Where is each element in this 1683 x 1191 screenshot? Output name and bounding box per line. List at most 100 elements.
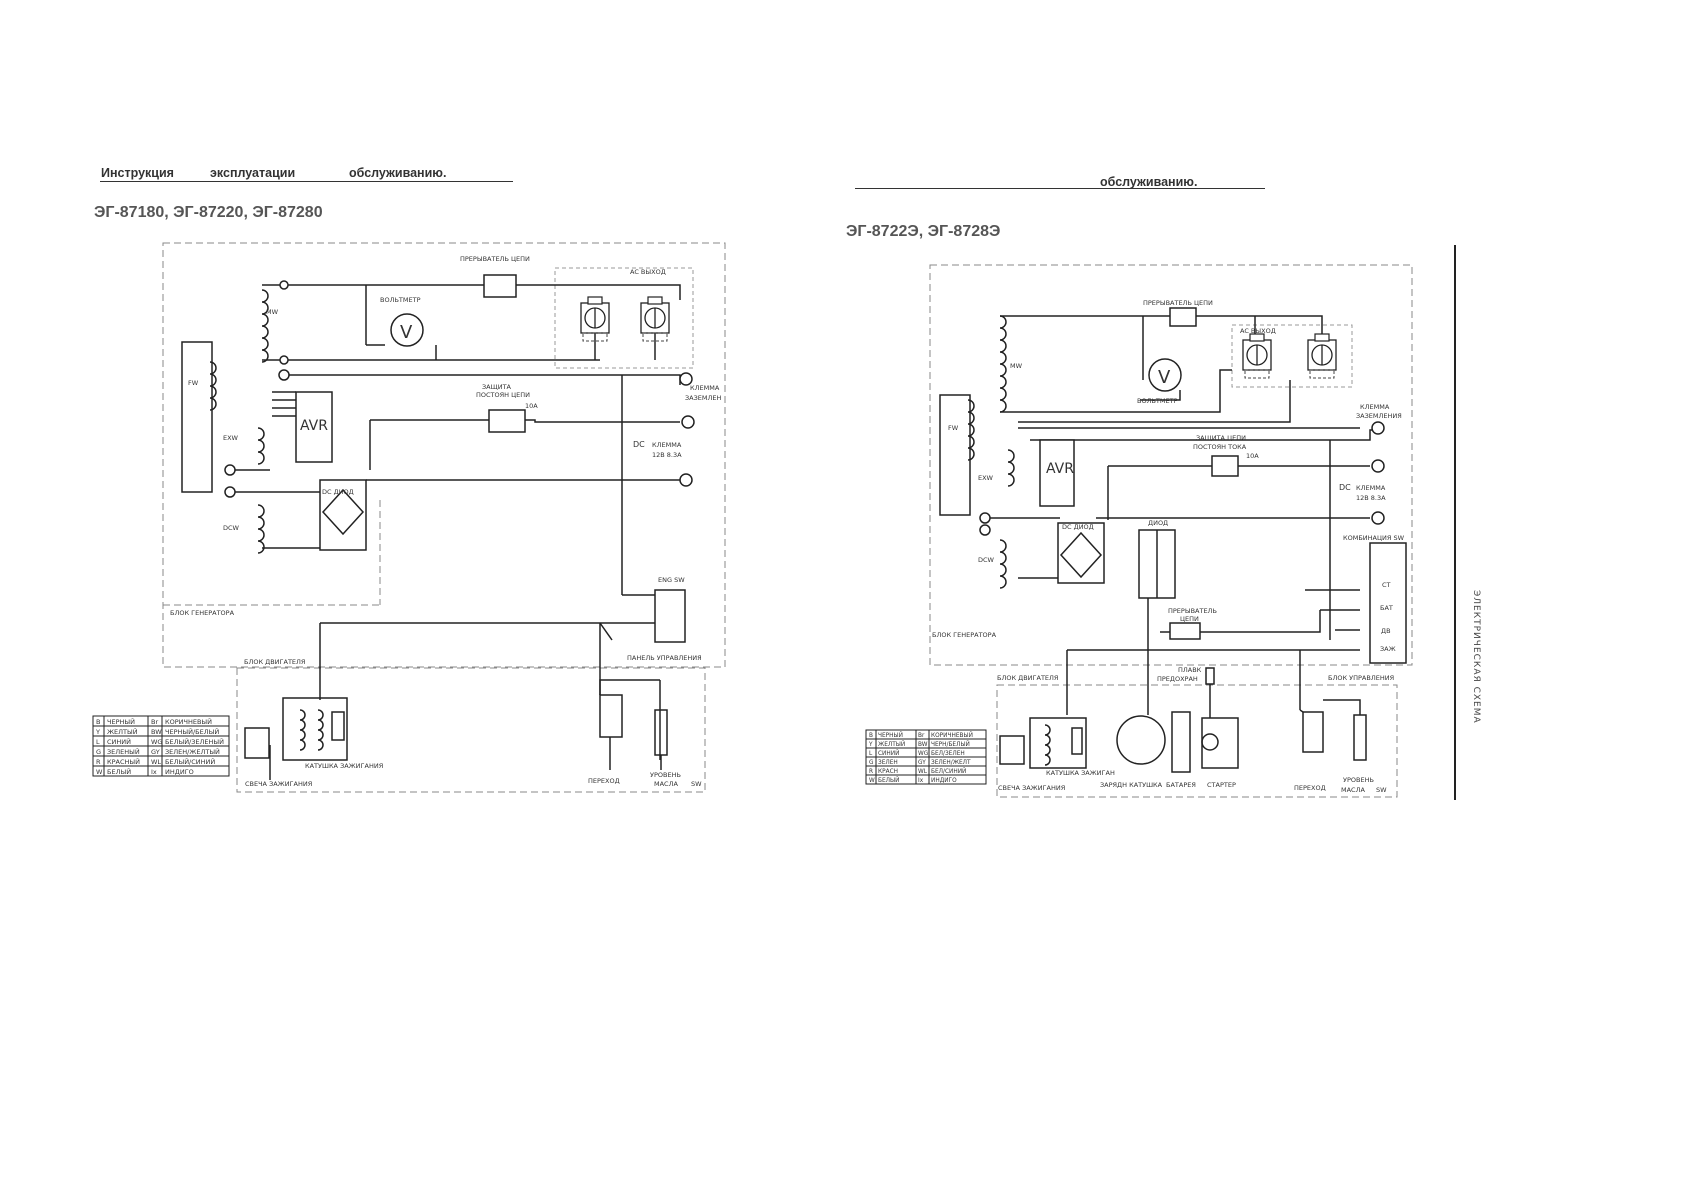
label-amp: 10А: [525, 402, 538, 410]
label-ground-1: КЛЕММА: [1360, 403, 1390, 411]
label-fuse-2: ПРЕДОХРАН: [1157, 675, 1198, 683]
left-legend-cell: КОРИЧНЕВЫЙ: [165, 717, 212, 726]
wiring-diagrams: ПРЕРЫВАТЕЛЬ ЦЕПИ AC ВЫХОД ВОЛЬТМЕТР ЗАЩИ…: [92, 242, 1456, 800]
label-oil-2: МАСЛА: [1341, 786, 1365, 794]
label-sensor: ПЕРЕХОД: [588, 777, 620, 785]
right-legend-cell: ЖЕЛТЫЙ: [878, 741, 905, 748]
left-legend-cell: GY: [151, 748, 160, 756]
label-vsym: V: [1158, 367, 1171, 388]
left-sockets: [580, 296, 670, 342]
left-legend-cell: Ix: [151, 768, 157, 776]
label-battery: БАТАРЕЯ: [1166, 781, 1196, 789]
left-model-title: ЭГ-87180, ЭГ-87220, ЭГ-87280: [94, 204, 323, 221]
label-oil-1: УРОВЕНЬ: [650, 771, 681, 779]
left-legend-cell: БЕЛЫЙ: [107, 767, 131, 776]
label-diode2: ДИОД: [1148, 519, 1168, 527]
right-legend-cell: ЗЕЛЕН: [878, 760, 898, 766]
right-legend-cell: ИНДИГО: [931, 778, 957, 784]
left-header-word-1: Инструкция: [101, 166, 174, 180]
label-diode: DC ДИОД: [1062, 523, 1094, 531]
right-header-word: обслуживанию.: [1100, 175, 1198, 189]
label-gen-block: БЛОК ГЕНЕРАТОРА: [170, 609, 235, 617]
right-legend-cell: L: [869, 751, 873, 757]
right-legend-cell: R: [869, 769, 873, 775]
right-model-title: ЭГ-8722Э, ЭГ-8728Э: [846, 223, 1001, 240]
label-vsym: V: [400, 322, 413, 343]
label-dc: DC: [1339, 483, 1351, 492]
left-labels: ПРЕРЫВАТЕЛЬ ЦЕПИ AC ВЫХОД ВОЛЬТМЕТР ЗАЩИ…: [170, 255, 721, 788]
label-dc-term-1: КЛЕММА: [1356, 484, 1386, 492]
label-breaker: ПРЕРЫВАТЕЛЬ ЦЕПИ: [460, 255, 530, 263]
label-diode: DC ДИОД: [322, 488, 354, 496]
label-oil-2: МАСЛА: [654, 780, 678, 788]
label-amp: 10А: [1246, 452, 1259, 460]
right-legend-cell: G: [869, 760, 874, 766]
label-dc-prot-2: ПОСТОЯН ЦЕПИ: [476, 391, 530, 399]
label-voltmeter: ВОЛЬТМЕТР: [1137, 397, 1178, 405]
right-labels: ПРЕРЫВАТЕЛЬ ЦЕПИ AC ВЫХОД ВОЛЬТМЕТР КЛЕМ…: [932, 299, 1405, 794]
label-dc-prot-1: ЗАЩИТА: [482, 383, 512, 391]
label-combo: КОМБИНАЦИЯ SW: [1343, 534, 1405, 542]
right-legend-cell: Y: [868, 742, 873, 748]
label-mw: MW: [1010, 362, 1023, 370]
label-exw: EXW: [978, 474, 994, 482]
label-breaker2-2: ЦЕПИ: [1180, 615, 1199, 623]
right-header-rule: [855, 188, 1265, 189]
label-coil: КАТУШКА ЗАЖИГАНИЯ: [305, 762, 383, 770]
left-legend-cell: BW: [151, 728, 162, 736]
right-legend-cell: GY: [918, 760, 926, 766]
label-ac-out: AC ВЫХОД: [630, 268, 666, 276]
label-ground-2: ЗАЗЕМЛЕН: [685, 394, 721, 402]
label-dcw: DCW: [978, 556, 995, 564]
right-legend-cell: ЧЕРН/БЕЛЫЙ: [931, 741, 970, 748]
left-header-rule: [100, 181, 513, 182]
left-legend-cell: БЕЛЫЙ/СИНИЙ: [165, 757, 215, 766]
label-starter: СТАРТЕР: [1207, 781, 1236, 789]
label-avr: AVR: [300, 418, 328, 434]
label-zazh: ЗАЖ: [1380, 645, 1396, 653]
label-breaker: ПРЕРЫВАТЕЛЬ ЦЕПИ: [1143, 299, 1213, 307]
label-engine-block: БЛОК ДВИГАТЕЛЯ: [997, 674, 1058, 682]
label-charge: ЗАРЯДН КАТУШКА: [1100, 781, 1163, 789]
left-legend-cell: ЗЕЛЕНЫЙ: [107, 747, 140, 756]
label-bat: БАТ: [1380, 604, 1393, 612]
label-dc-term-2: 12В 8.3А: [652, 451, 682, 459]
right-legend-cell: БЕЛ/ЗЕЛЕН: [931, 751, 965, 757]
left-legend-cell: ЖЕЛТЫЙ: [107, 727, 138, 736]
left-legend-cell: ЗЕЛЕН/ЖЕЛТЫЙ: [165, 747, 220, 756]
label-oil-sw: SW: [1376, 786, 1387, 794]
label-ground-1: КЛЕММА: [690, 384, 720, 392]
right-legend-cell: СИНИЙ: [878, 750, 899, 757]
right-legend-cell: Br: [918, 733, 925, 739]
label-dc-term-2: 12В 8.3А: [1356, 494, 1386, 502]
right-legend-cell: БЕЛЫЙ: [878, 777, 899, 784]
label-fw: FW: [948, 424, 959, 432]
left-legend-cell: Y: [95, 728, 100, 736]
left-diagram: [162, 242, 726, 793]
left-header-word-2: эксплуатации: [210, 166, 296, 180]
left-legend-cell: ИНДИГО: [165, 768, 194, 776]
right-legend-cell: БЕЛ/СИНИЙ: [931, 768, 966, 775]
label-breaker2-1: ПРЕРЫВАТЕЛЬ: [1168, 607, 1217, 615]
label-avr: AVR: [1046, 461, 1074, 477]
label-spark: СВЕЧА ЗАЖИГАНИЯ: [998, 784, 1065, 792]
label-spark: СВЕЧА ЗАЖИГАНИЯ: [245, 780, 312, 788]
left-legend-cell: L: [96, 738, 100, 746]
label-voltmeter: ВОЛЬТМЕТР: [380, 296, 421, 304]
label-gen-block: БЛОК ГЕНЕРАТОРА: [932, 631, 997, 639]
label-ctrl-block: БЛОК УПРАВЛЕНИЯ: [1328, 674, 1394, 682]
label-fw: FW: [188, 379, 199, 387]
left-legend-cell: СИНИЙ: [107, 737, 131, 746]
right-diagram: [929, 245, 1456, 800]
label-panel: ПАНЕЛЬ УПРАВЛЕНИЯ: [627, 654, 702, 662]
label-ground-2: ЗАЗЕМЛЕНИЯ: [1356, 412, 1402, 420]
right-sockets: [1242, 333, 1337, 379]
label-dv: ДВ: [1381, 627, 1391, 635]
left-legend-cell: B: [96, 718, 100, 726]
right-legend-cell: ЗЕЛЕН/ЖЕЛТ: [931, 760, 971, 766]
right-legend-cell: КРАСН: [878, 769, 898, 775]
right-legend-cell: W: [869, 778, 875, 784]
left-legend-cell: W: [96, 768, 103, 776]
right-legend-cell: ЧЕРНЫЙ: [878, 732, 903, 739]
label-coil: КАТУШКА ЗАЖИГАН: [1046, 769, 1115, 777]
